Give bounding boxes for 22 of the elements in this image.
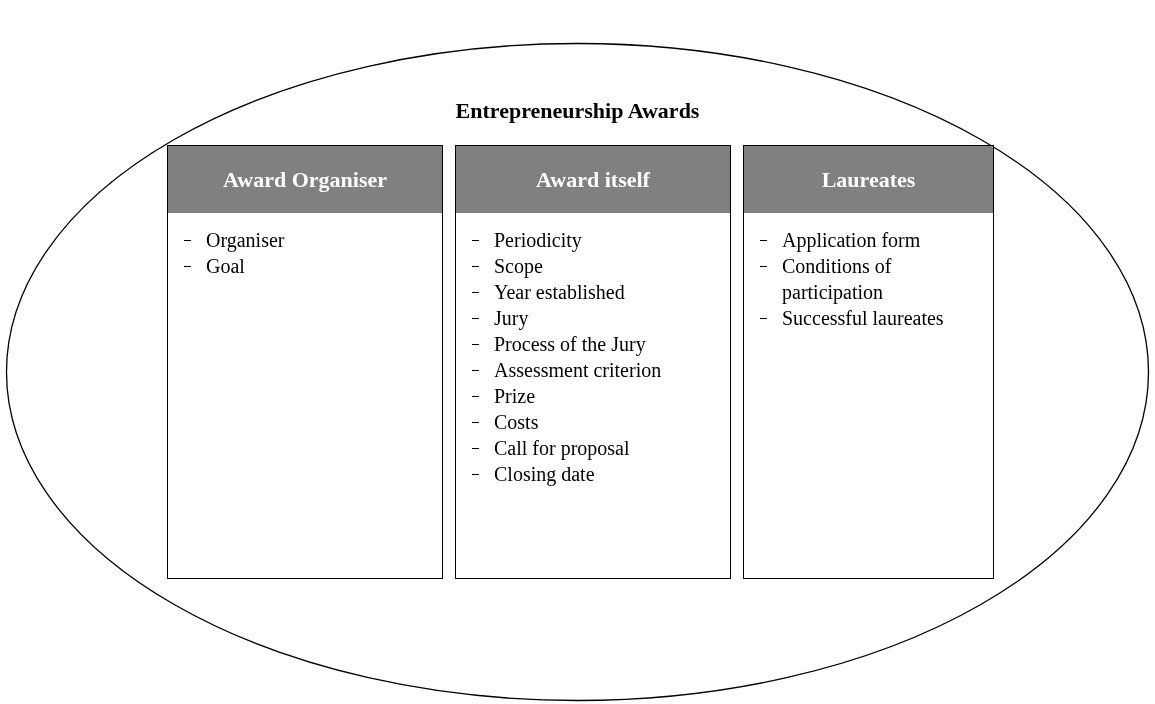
column-panel bbox=[455, 145, 731, 579]
column-header: Award itself bbox=[456, 146, 730, 213]
list-item: Prize bbox=[494, 385, 536, 407]
list-item: Scope bbox=[494, 255, 543, 277]
list-item: Periodicity bbox=[494, 229, 582, 251]
list-item: Jury bbox=[494, 307, 529, 329]
list-item: Successful laureates bbox=[782, 307, 944, 329]
list-item: Goal bbox=[206, 255, 245, 277]
list-item: Call for proposal bbox=[494, 437, 630, 459]
list-item: Costs bbox=[494, 411, 539, 433]
list-item: Process of the Jury bbox=[494, 333, 646, 355]
column-panel bbox=[167, 145, 443, 579]
column-header: Award Organiser bbox=[168, 146, 442, 213]
list-item: Year established bbox=[494, 281, 625, 303]
list-item: Application form bbox=[782, 229, 921, 251]
list-item: Closing date bbox=[494, 463, 595, 485]
list-item: Conditions of participation bbox=[782, 255, 892, 303]
column-header: Laureates bbox=[744, 146, 993, 213]
list-item: Organiser bbox=[206, 229, 285, 251]
column-panel bbox=[743, 145, 994, 579]
group-label: Entrepreneurship Awards bbox=[455, 98, 700, 124]
list-item: Assessment criterion bbox=[494, 359, 662, 381]
